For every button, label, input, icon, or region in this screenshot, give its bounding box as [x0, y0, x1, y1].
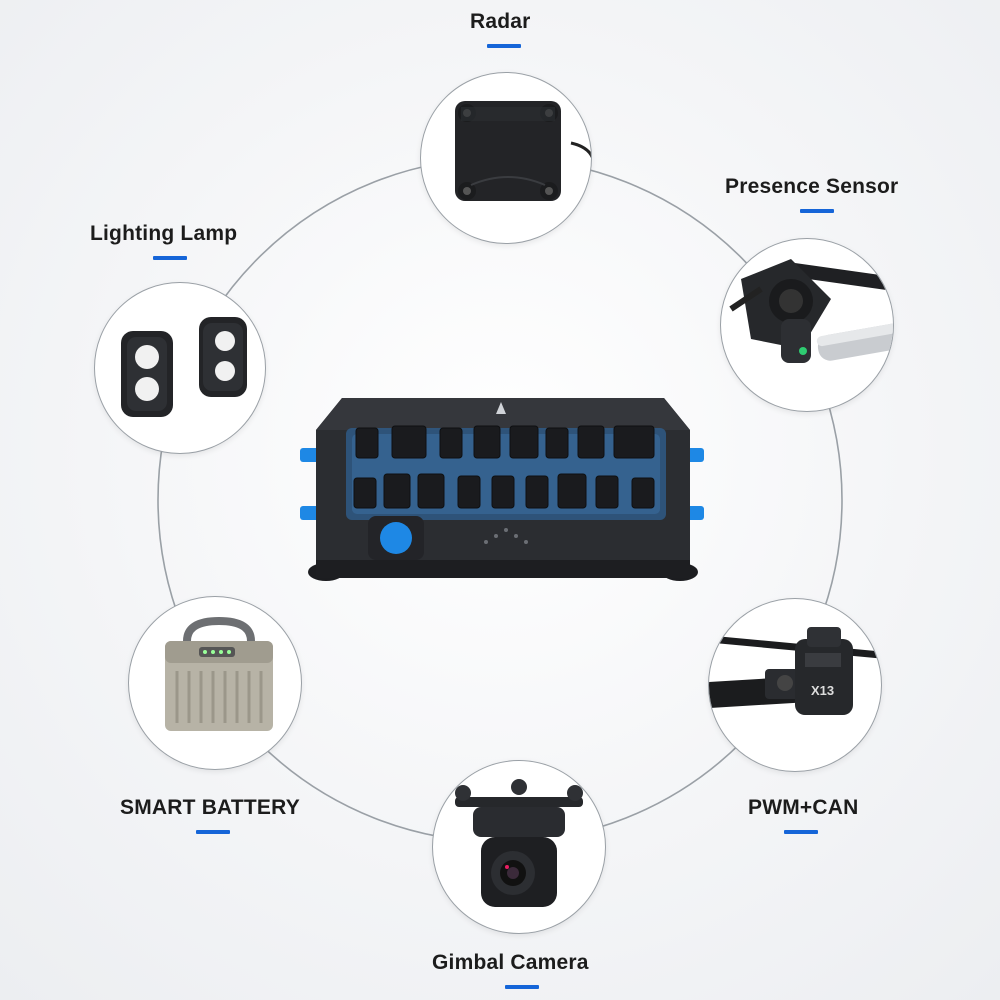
label-presence-sensor: Presence Sensor	[725, 175, 899, 198]
bubble-smart-battery[interactable]	[128, 596, 302, 770]
label-lighting-lamp: Lighting Lamp	[90, 222, 238, 245]
label-smart-battery: SMART BATTERY	[120, 796, 300, 819]
lighting-lamp-icon	[121, 317, 247, 417]
presence-sensor-icon	[729, 259, 893, 363]
accent-bar-radar	[487, 44, 521, 48]
accent-bar-lamp	[153, 256, 187, 260]
accent-bar-presence	[800, 209, 834, 213]
bubble-radar[interactable]	[420, 72, 592, 244]
bubble-gimbal-camera[interactable]	[432, 760, 606, 934]
bubble-presence-sensor[interactable]	[720, 238, 894, 412]
accent-bar-battery	[196, 830, 230, 834]
label-pwm-can: PWM+CAN	[748, 796, 859, 819]
distribution-hub-icon	[300, 398, 704, 581]
motor-arm-icon: X13	[709, 627, 881, 715]
bubble-pwm-can[interactable]: X13	[708, 598, 882, 772]
bubble-lighting-lamp[interactable]	[94, 282, 266, 454]
accent-bar-pwm	[784, 830, 818, 834]
svg-text:X13: X13	[811, 683, 834, 698]
radar-module-icon	[455, 101, 591, 201]
accent-bar-gimbal	[505, 985, 539, 989]
gimbal-camera-icon	[455, 779, 583, 907]
smart-battery-icon	[165, 616, 273, 731]
label-radar: Radar	[470, 10, 531, 33]
label-gimbal-camera: Gimbal Camera	[432, 951, 589, 974]
central-hub[interactable]	[296, 390, 706, 590]
